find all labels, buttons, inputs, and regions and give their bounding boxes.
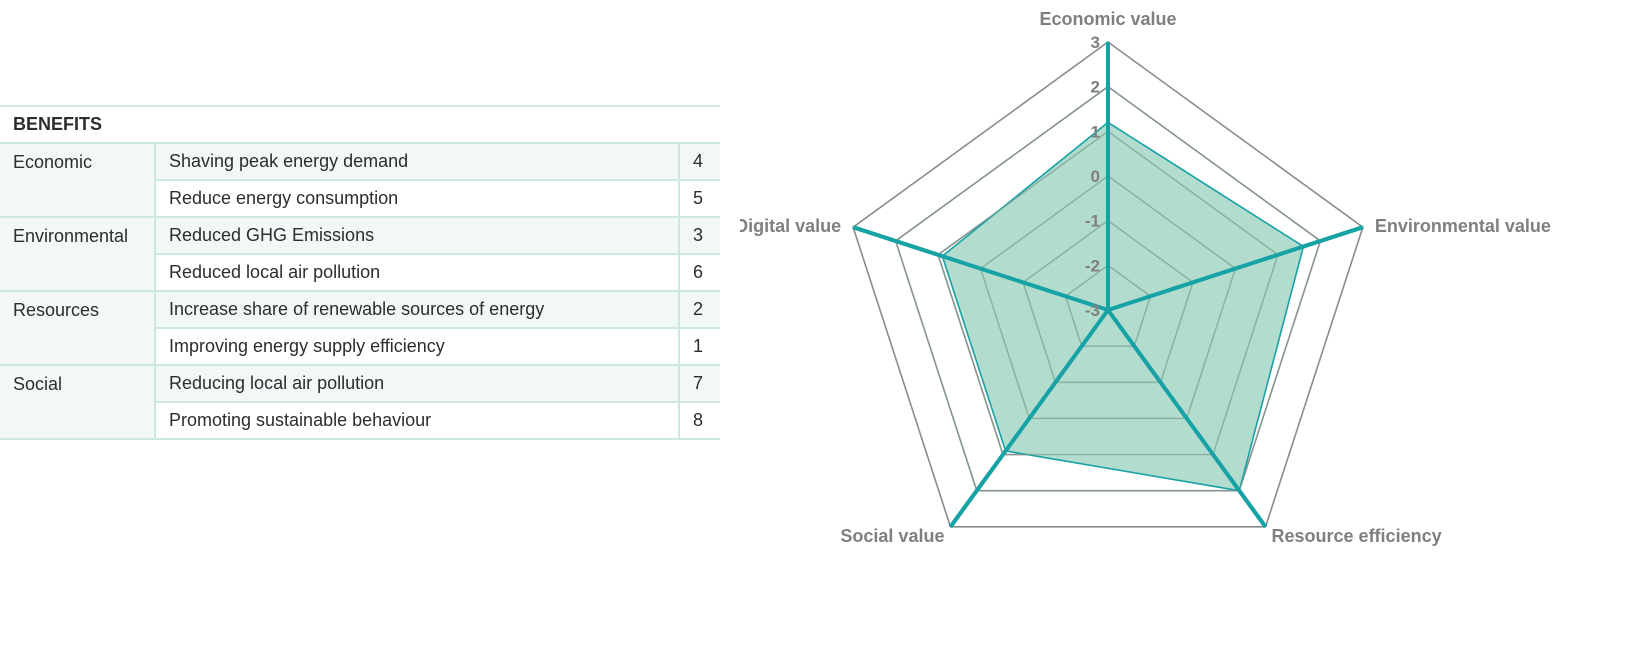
description-cell: Promoting sustainable behaviour <box>155 401 680 440</box>
tick-label: -3 <box>1085 301 1100 320</box>
description-cell: Reduced local air pollution <box>155 253 680 292</box>
description-cell: Reduce energy consumption <box>155 179 680 218</box>
table-row: Reduced local air pollution 6 <box>0 253 720 292</box>
table-header: BENEFITS <box>0 105 720 144</box>
table-row: Environmental Reduced GHG Emissions 3 <box>0 216 720 292</box>
axis-label: Economic value <box>1039 9 1176 29</box>
tick-label: 1 <box>1091 122 1100 141</box>
value-cell: 8 <box>679 401 720 440</box>
axis-label: Digital value <box>740 216 841 236</box>
table-row: Economic Shaving peak energy demand 4 <box>0 142 720 218</box>
benefits-table: BENEFITS Economic Shaving peak energy de… <box>0 105 720 440</box>
description-cell: Increase share of renewable sources of e… <box>155 290 680 329</box>
table-header-row: BENEFITS <box>0 105 720 144</box>
grid-ring-overlay <box>1064 264 1152 347</box>
series-spoke-top <box>852 225 1109 312</box>
table-row: Reduce energy consumption 5 <box>0 179 720 218</box>
category-cell: Economic <box>0 142 156 218</box>
series-spoke-top <box>1107 225 1364 312</box>
value-cell: 4 <box>679 142 720 181</box>
tick-label: 0 <box>1091 167 1100 186</box>
grid-ring-overlay <box>979 175 1237 420</box>
axis-label: Social value <box>840 526 944 546</box>
table-row: Improving energy supply efficiency 1 <box>0 327 720 366</box>
axis-label: Environmental value <box>1375 216 1551 236</box>
series-spoke-top <box>948 308 1110 528</box>
description-cell: Reducing local air pollution <box>155 364 680 403</box>
table-row: Resources Increase share of renewable so… <box>0 290 720 366</box>
value-cell: 1 <box>679 327 720 366</box>
table-row: Promoting sustainable behaviour 8 <box>0 401 720 440</box>
category-cell: Resources <box>0 290 156 366</box>
grid-ring-overlay <box>894 85 1322 492</box>
tick-label: 2 <box>1091 78 1100 97</box>
value-cell: 3 <box>679 216 720 255</box>
description-cell: Improving energy supply efficiency <box>155 327 680 366</box>
description-cell: Reduced GHG Emissions <box>155 216 680 255</box>
value-cell: 5 <box>679 179 720 218</box>
tick-label: 3 <box>1091 33 1100 52</box>
series-spoke-top <box>1106 308 1268 528</box>
tick-label: -2 <box>1085 256 1100 275</box>
grid-ring-overlay <box>937 130 1279 456</box>
category-cell: Environmental <box>0 216 156 292</box>
value-cell: 2 <box>679 290 720 329</box>
grid-ring-overlay <box>1022 219 1194 383</box>
category-cell: Social <box>0 364 156 440</box>
grid-ring <box>852 41 1364 528</box>
description-cell: Shaving peak energy demand <box>155 142 680 181</box>
axis-label: Resource efficiency <box>1272 526 1442 546</box>
table-row: Social Reducing local air pollution 7 <box>0 364 720 440</box>
tick-label: -1 <box>1085 212 1100 231</box>
value-cell: 7 <box>679 364 720 403</box>
value-cell: 6 <box>679 253 720 292</box>
